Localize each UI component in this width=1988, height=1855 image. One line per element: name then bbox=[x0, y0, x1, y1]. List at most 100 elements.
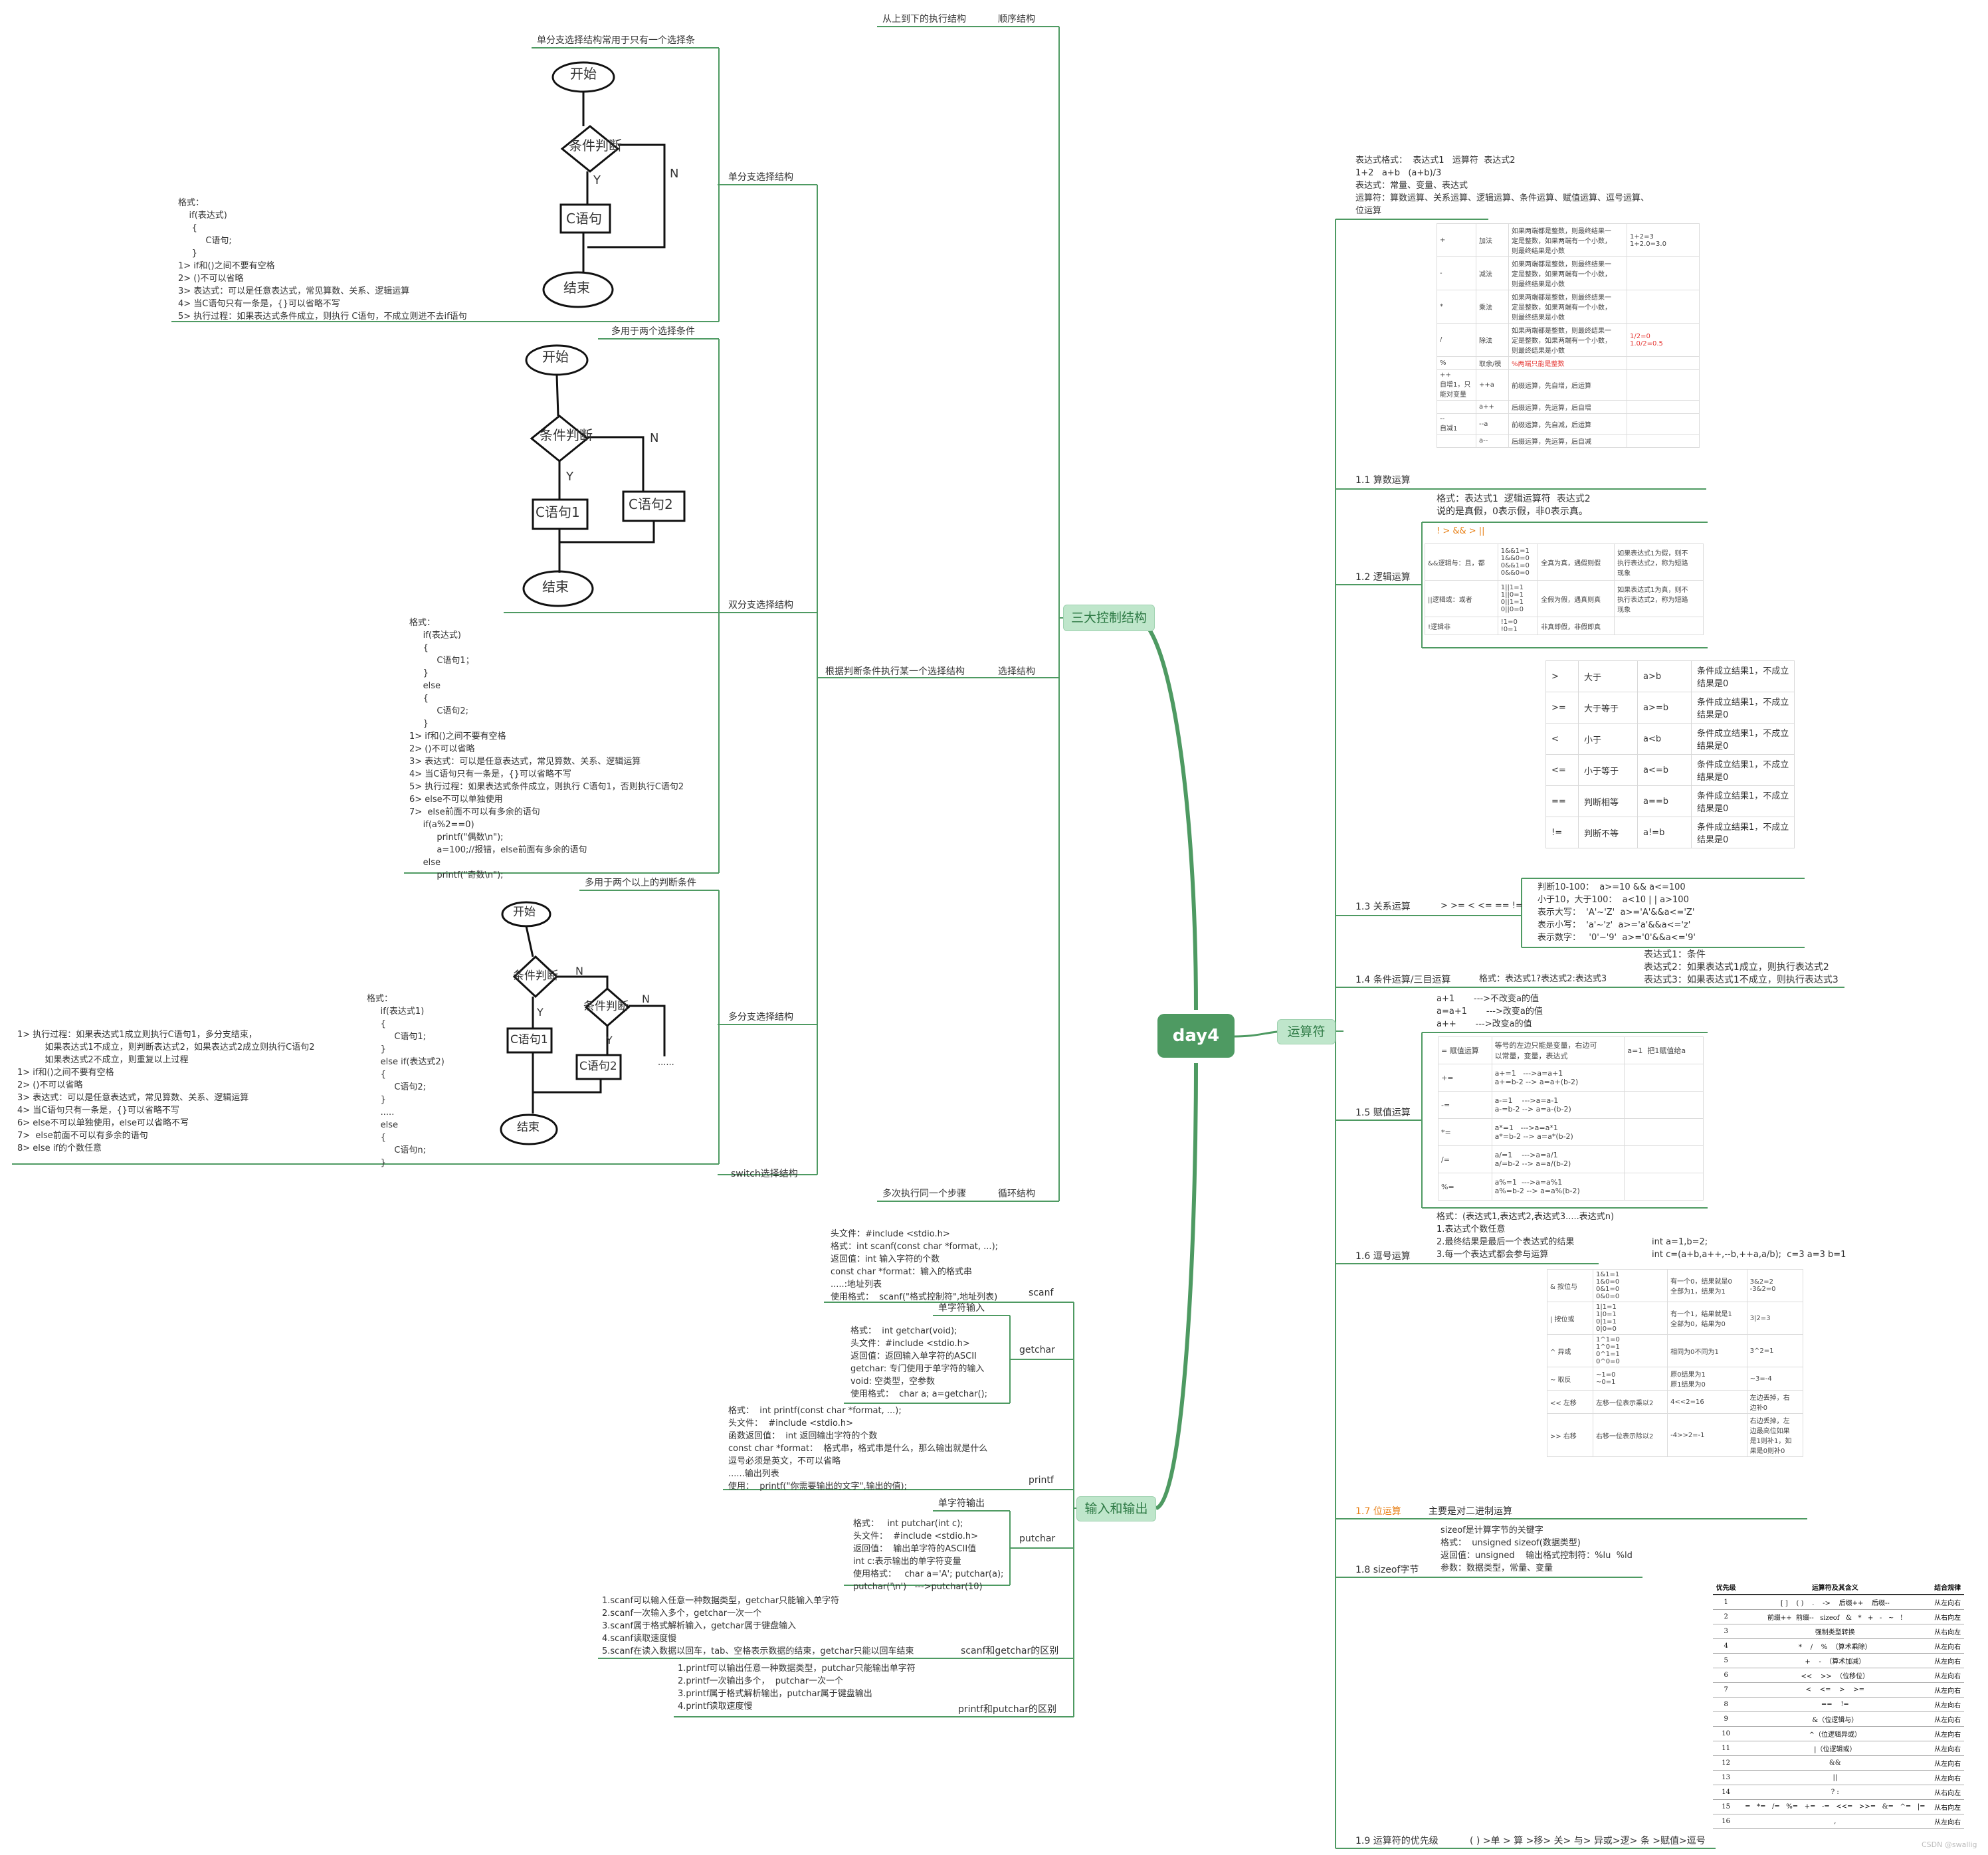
table-cell: 5 bbox=[1713, 1653, 1740, 1668]
table-row: a-- 后缀运算，先运算，后自减 bbox=[1437, 434, 1700, 448]
table-cell: a!=b bbox=[1637, 817, 1692, 848]
table-cell: 前缀运算，先自减，后运算 bbox=[1508, 413, 1627, 435]
table-cell: 3&2=2 -3&2=0 bbox=[1746, 1269, 1804, 1302]
flow3-s1: C语句1 bbox=[510, 1033, 548, 1046]
table-cell: 强制类型转换 bbox=[1739, 1624, 1932, 1639]
relation-label[interactable]: 1.3 关系运算 bbox=[1355, 902, 1411, 912]
table-cell: += bbox=[1438, 1064, 1492, 1092]
table-cell: 3^2=1 bbox=[1746, 1334, 1804, 1367]
table-cell bbox=[1627, 369, 1700, 401]
bit-label[interactable]: 1.7 位运算 bbox=[1355, 1506, 1401, 1517]
getchar-label[interactable]: getchar bbox=[1019, 1345, 1055, 1355]
table-cell: a-=1 --->a=a-1 a-=b-2 --> a=a-(b-2) bbox=[1491, 1091, 1625, 1119]
double-branch-note: 多用于两个选择条件 bbox=[611, 326, 695, 337]
operators-intro: 表达式格式： 表达式1 运算符 表达式2 1+2 a+b (a+b)/3 表达式… bbox=[1355, 155, 1650, 216]
table-cell: 后缀运算，先运算，后自增 bbox=[1508, 400, 1627, 414]
table-cell: 判断相等 bbox=[1578, 785, 1638, 817]
root-node[interactable]: day4 bbox=[1157, 1014, 1235, 1058]
table-cell: 从左向右 bbox=[1931, 1653, 1964, 1668]
logic-precedence: ! > && > || bbox=[1437, 526, 1485, 536]
table-cell: 前缀运算，先自增，后运算 bbox=[1508, 369, 1627, 401]
table-cell: 从左向右 bbox=[1931, 1682, 1964, 1698]
table-cell: |（位逻辑或） bbox=[1739, 1741, 1932, 1756]
table-cell: &（位逻辑与） bbox=[1739, 1711, 1932, 1727]
table-cell: 左边丢掉，右 边补0 bbox=[1746, 1390, 1804, 1414]
table-cell: 1 bbox=[1713, 1595, 1740, 1610]
table-cell: 大于 bbox=[1578, 660, 1638, 692]
table-cell: % bbox=[1437, 356, 1476, 370]
printf-label[interactable]: printf bbox=[1029, 1475, 1054, 1486]
branch-input-output[interactable]: 输入和输出 bbox=[1076, 1496, 1156, 1521]
table-cell: 条件成立结果1，不成立 结果是0 bbox=[1690, 692, 1795, 724]
sizeof-label[interactable]: 1.8 sizeof字节 bbox=[1355, 1565, 1419, 1575]
table-row: ||逻辑或：或者 1||1=1 1||0=1 0||1=1 0||0=0 全假为… bbox=[1425, 580, 1704, 617]
table-cell: 小于 bbox=[1578, 723, 1638, 755]
table-cell: 从左向右 bbox=[1931, 1741, 1964, 1756]
table-row: 13||从左向右 bbox=[1713, 1770, 1964, 1785]
table-cell: a>=b bbox=[1637, 692, 1692, 724]
table-cell: 后缀运算，先运算，后自减 bbox=[1508, 434, 1627, 448]
table-cell: 除法 bbox=[1476, 323, 1509, 357]
flow2-start: 开始 bbox=[542, 349, 569, 365]
table-cell: -= bbox=[1438, 1091, 1492, 1119]
table-cell: * / % （算术乘除） bbox=[1739, 1638, 1932, 1654]
table-cell: 3 bbox=[1713, 1624, 1740, 1639]
table-cell: 前缀++ 前缀-- sizeof & * + - ~ ! bbox=[1739, 1609, 1932, 1624]
watermark: CSDN @swallig bbox=[1922, 1840, 1977, 1849]
table-cell: 从左向右 bbox=[1931, 1638, 1964, 1654]
arith-label[interactable]: 1.1 算数运算 bbox=[1355, 475, 1411, 486]
table-cell: < bbox=[1545, 723, 1579, 755]
logic-label[interactable]: 1.2 逻辑运算 bbox=[1355, 572, 1411, 583]
table-row: 5+ - （算术加减）从左向右 bbox=[1713, 1653, 1964, 1668]
sequence-label[interactable]: 顺序结构 bbox=[998, 14, 1035, 25]
table-cell: 11 bbox=[1713, 1741, 1740, 1756]
table-row: 11|（位逻辑或）从左向右 bbox=[1713, 1741, 1964, 1756]
scanf-label[interactable]: scanf bbox=[1029, 1288, 1054, 1298]
multi-branch-label[interactable]: 多分支选择结构 bbox=[728, 1012, 793, 1023]
table-cell: !1=0 !0=1 bbox=[1497, 617, 1539, 635]
putchar-label[interactable]: putchar bbox=[1019, 1533, 1056, 1544]
comma-example: int a=1,b=2; int c=(a+b,a++,--b,++a,a/b)… bbox=[1652, 1237, 1846, 1260]
table-cell: 从左向右 bbox=[1931, 1595, 1964, 1610]
selection-label[interactable]: 选择结构 bbox=[998, 666, 1035, 677]
arith-table: + 加法 如果两端都是整数，则最终结果一 定是整数，如果两端有一个小数， 则最终… bbox=[1437, 223, 1700, 448]
double-branch-label[interactable]: 双分支选择结构 bbox=[728, 600, 793, 611]
assign-label[interactable]: 1.5 赋值运算 bbox=[1355, 1108, 1411, 1118]
single-branch-label[interactable]: 单分支选择结构 bbox=[728, 172, 793, 183]
table-cell: == bbox=[1545, 785, 1579, 817]
switch-branch-label[interactable]: switch选择结构 bbox=[731, 1169, 798, 1179]
table-cell: 减法 bbox=[1476, 256, 1509, 290]
table-cell: 6 bbox=[1713, 1668, 1740, 1683]
table-cell: 从左向右 bbox=[1931, 1755, 1964, 1771]
table-cell bbox=[1627, 290, 1700, 324]
table-cell bbox=[1437, 400, 1476, 414]
sequence-desc: 从上到下的执行结构 bbox=[882, 14, 966, 25]
table-cell: 等号的左边只能是变量，右边可 以常量，变量，表达式 bbox=[1491, 1036, 1625, 1064]
table-cell: 4<<2=16 bbox=[1667, 1390, 1747, 1414]
scanf-getchar-diff-label[interactable]: scanf和getchar的区别 bbox=[961, 1646, 1059, 1656]
branch-operators[interactable]: 运算符 bbox=[1277, 1019, 1336, 1044]
table-row: ++ 自增1，只 能对变量 ++a 前缀运算，先自增，后运算 bbox=[1437, 369, 1700, 401]
priority-label[interactable]: 1.9 运算符的优先级 bbox=[1355, 1836, 1439, 1846]
flow3-s2: C语句2 bbox=[579, 1060, 617, 1073]
multi-branch-format: 格式： if(表达式1) { C语句1; } else if(表达式2) { C… bbox=[367, 994, 445, 1168]
loop-label[interactable]: 循环结构 bbox=[998, 1189, 1035, 1199]
table-cell: >> 右移 bbox=[1547, 1413, 1593, 1457]
table-header: 结合规律 bbox=[1931, 1580, 1964, 1595]
comma-label[interactable]: 1.6 逗号运算 bbox=[1355, 1251, 1411, 1262]
table-cell: 从左向右 bbox=[1931, 1814, 1964, 1829]
printf-putchar-diff-label[interactable]: printf和putchar的区别 bbox=[958, 1704, 1056, 1715]
table-cell: 相同为0不同为1 bbox=[1667, 1334, 1747, 1367]
table-cell: 从右向左 bbox=[1931, 1624, 1964, 1639]
table-row: 15= *= /= %= += -= <<= >>= &= ^= |=从右向左 bbox=[1713, 1799, 1964, 1814]
cond-label[interactable]: 1.4 条件运算/三目运算 bbox=[1355, 975, 1451, 985]
table-cell: 从左向右 bbox=[1931, 1711, 1964, 1727]
branch-control-structures[interactable]: 三大控制结构 bbox=[1063, 605, 1155, 631]
